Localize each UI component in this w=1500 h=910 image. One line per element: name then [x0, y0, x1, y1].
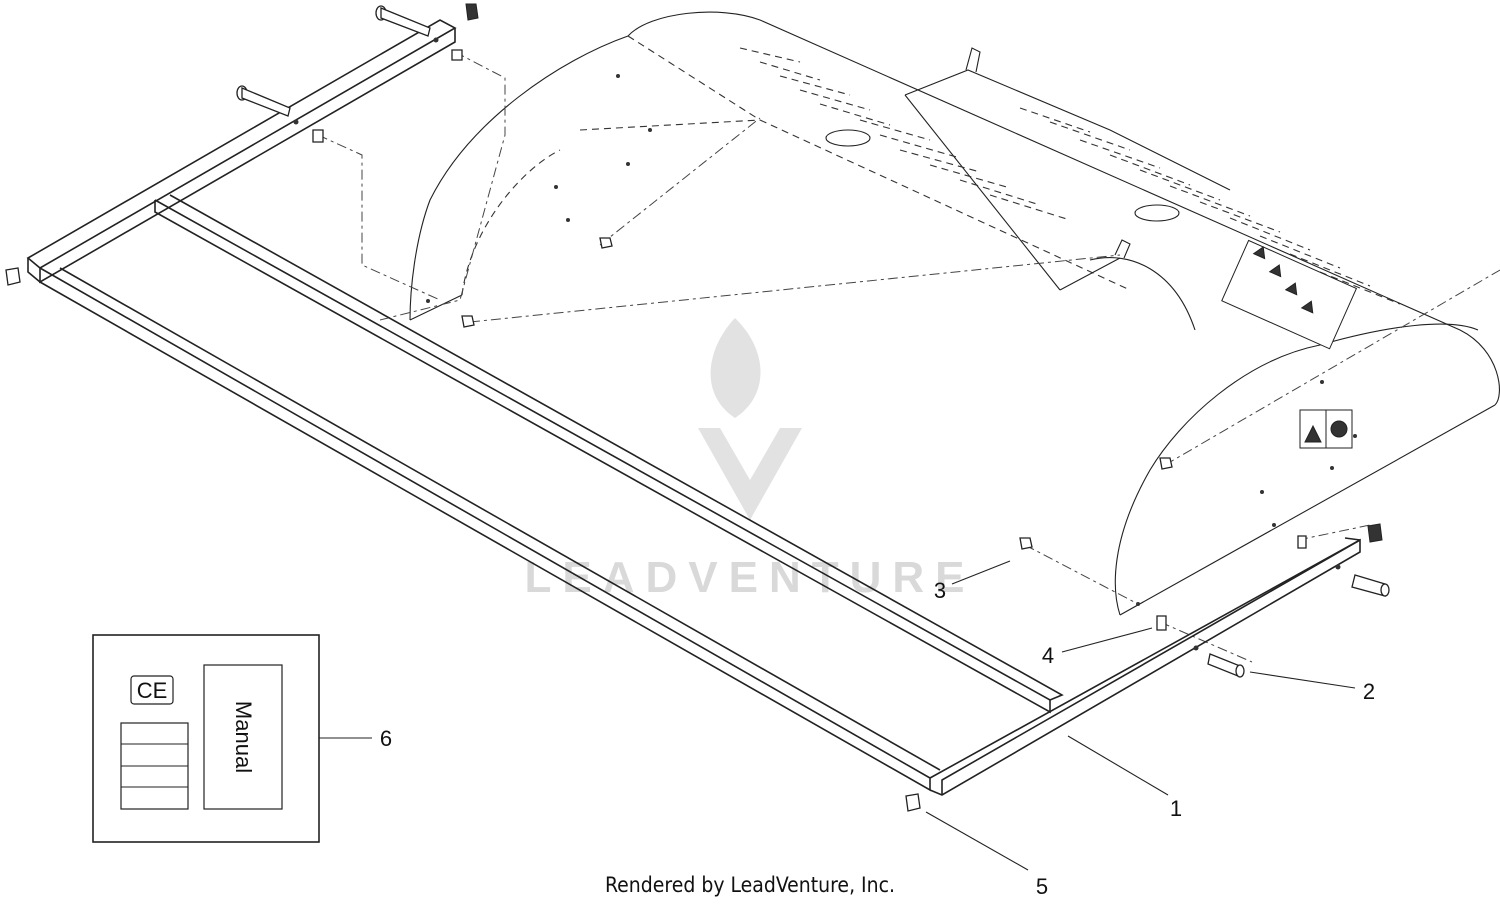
callout-5: 5	[1036, 874, 1048, 899]
ce-mark: CE	[137, 678, 168, 703]
hardware	[5, 3, 1390, 812]
callout-6: 6	[380, 726, 392, 751]
callout-4: 4	[1042, 643, 1054, 668]
bolt-part-2	[1207, 653, 1245, 678]
render-credit: Rendered by LeadVenture, Inc.	[605, 873, 895, 897]
nuts	[461, 237, 1173, 550]
bolt-mid	[236, 85, 291, 117]
watermark-text: LEADVENTURE	[524, 553, 975, 602]
bolt-right	[1351, 574, 1390, 597]
manual-label: Manual	[231, 701, 256, 773]
manual-kit-box: CE Manual	[92, 634, 320, 843]
leader-lines	[319, 560, 1356, 871]
canopy-hood	[409, 11, 1500, 616]
callout-3: 3	[934, 578, 946, 603]
base-frame	[26, 19, 1361, 796]
spacers	[312, 49, 1307, 631]
watermark-logo: LEADVENTURE	[524, 318, 975, 602]
callout-labels: 1 2 3 4 5 6	[380, 578, 1375, 899]
callout-2: 2	[1363, 679, 1375, 704]
callout-1: 1	[1170, 796, 1182, 821]
bolt-top	[375, 5, 431, 37]
end-caps	[5, 3, 1383, 812]
